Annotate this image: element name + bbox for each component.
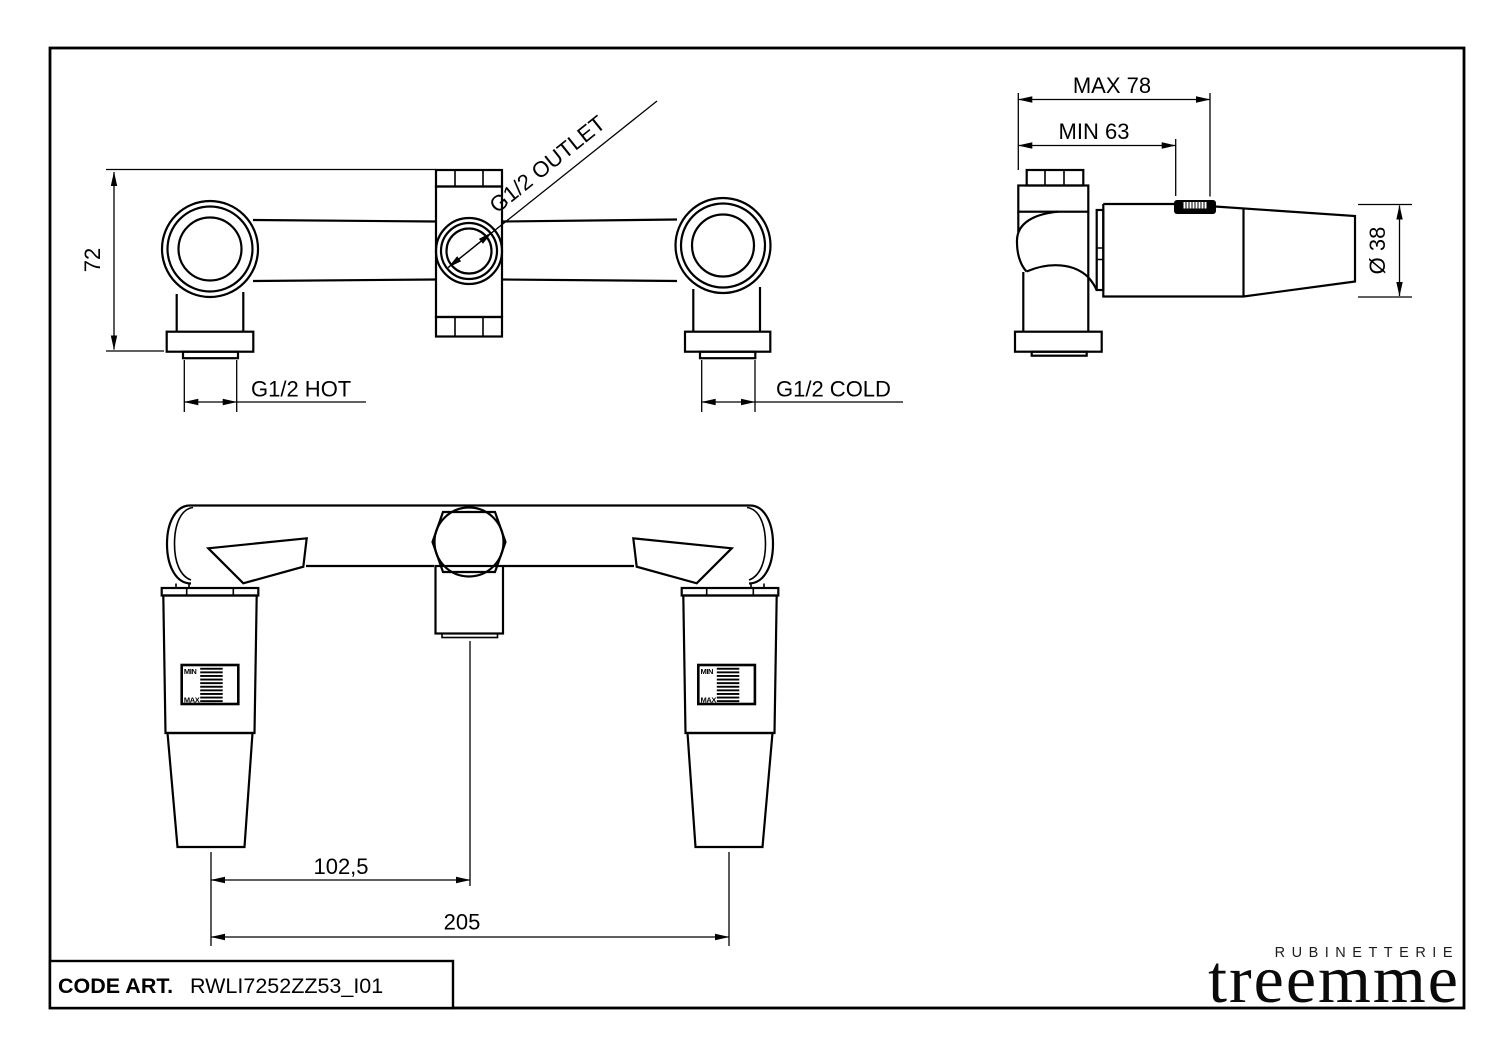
plate-max-label: MAX [701, 696, 717, 705]
diameter-label: Ø 38 [1365, 227, 1390, 275]
right-minmax-plate: MIN MAX [696, 663, 757, 706]
right-inlet-ring [674, 196, 772, 295]
logo-brand: treemme [1208, 941, 1460, 1017]
left-inlet-ring [160, 199, 260, 299]
center-hex-bottom [434, 315, 504, 338]
right-thread-tip [698, 350, 757, 360]
front-view: 72 G1/2 HOT G1/2 COLD G1/2 OUTLET [80, 100, 903, 412]
code-art-value: RWLI7252ZZ53_I01 [190, 974, 383, 998]
right-crossbar [501, 218, 678, 283]
dim-height-label: 72 [80, 248, 105, 272]
dim-205: 205 [210, 852, 730, 946]
center-hex-knob [431, 510, 507, 574]
right-end-cap [748, 504, 775, 585]
left-lever [205, 537, 308, 585]
left-handle-upper [162, 594, 258, 735]
left-handle-lower [166, 731, 254, 849]
right-handle-upper [682, 594, 778, 735]
right-pipe [692, 287, 762, 332]
side-hex-nut [1025, 168, 1085, 187]
dim-102-5: 102,5 [210, 641, 471, 946]
right-handle-collar [680, 586, 780, 597]
sheet-border [48, 46, 1466, 1010]
plan-view: MIN MAX MIN MAX 102,5 [160, 504, 780, 946]
dim-hot: G1/2 HOT [183, 360, 366, 412]
outlet-label: G1/2 OUTLET [485, 110, 610, 217]
left-flange [165, 330, 255, 353]
min-depth-label: MIN 63 [1059, 119, 1130, 144]
outlet-port [434, 216, 504, 286]
right-flange [683, 330, 772, 353]
dim-cold: G1/2 COLD [701, 360, 903, 412]
left-handle-collar [160, 586, 260, 597]
hot-label: G1/2 HOT [251, 377, 351, 402]
scale-stripes [716, 667, 740, 703]
left-pipe [175, 292, 245, 332]
plate-max-label: MAX [184, 696, 200, 705]
scale-stripes [200, 667, 223, 703]
spout-body [1102, 202, 1357, 298]
cold-label: G1/2 COLD [776, 377, 891, 402]
dim-max-78: MAX 78 [1017, 73, 1211, 197]
spacing-full-label: 205 [444, 910, 481, 935]
left-crossbar [252, 218, 437, 283]
elbow-inner-curve [1026, 264, 1098, 291]
right-lever [632, 537, 735, 585]
max-depth-label: MAX 78 [1073, 73, 1151, 98]
dim-height-72: 72 [80, 168, 436, 352]
elbow-outer-curve [1015, 210, 1059, 273]
left-thread-tip [181, 350, 240, 360]
side-upper-body [1017, 184, 1090, 213]
code-box [48, 959, 455, 1010]
spacing-half-label: 102,5 [313, 854, 368, 879]
side-view: MAX 78 MIN 63 Ø 38 [1013, 73, 1412, 357]
plate-min-label: MIN [184, 667, 197, 676]
dim-outlet: G1/2 OUTLET [447, 100, 658, 269]
plate-min-label: MIN [701, 667, 714, 676]
dim-min-63: MIN 63 [1017, 119, 1177, 196]
brand-logo: RUBINETTERIE treemme [1208, 941, 1460, 1017]
dim-diameter-38: Ø 38 [1358, 203, 1412, 298]
code-art-label: CODE ART. [58, 974, 173, 998]
logo-tagline: RUBINETTERIE [1275, 945, 1459, 961]
left-end-cap [165, 504, 192, 585]
center-hex-top [434, 168, 504, 188]
left-minmax-plate: MIN MAX [180, 663, 240, 706]
title-block: CODE ART. RWLI7252ZZ53_I01 [48, 959, 455, 1010]
right-handle-lower [686, 731, 774, 849]
side-thread-tip [1030, 350, 1088, 357]
side-flange [1013, 330, 1103, 353]
